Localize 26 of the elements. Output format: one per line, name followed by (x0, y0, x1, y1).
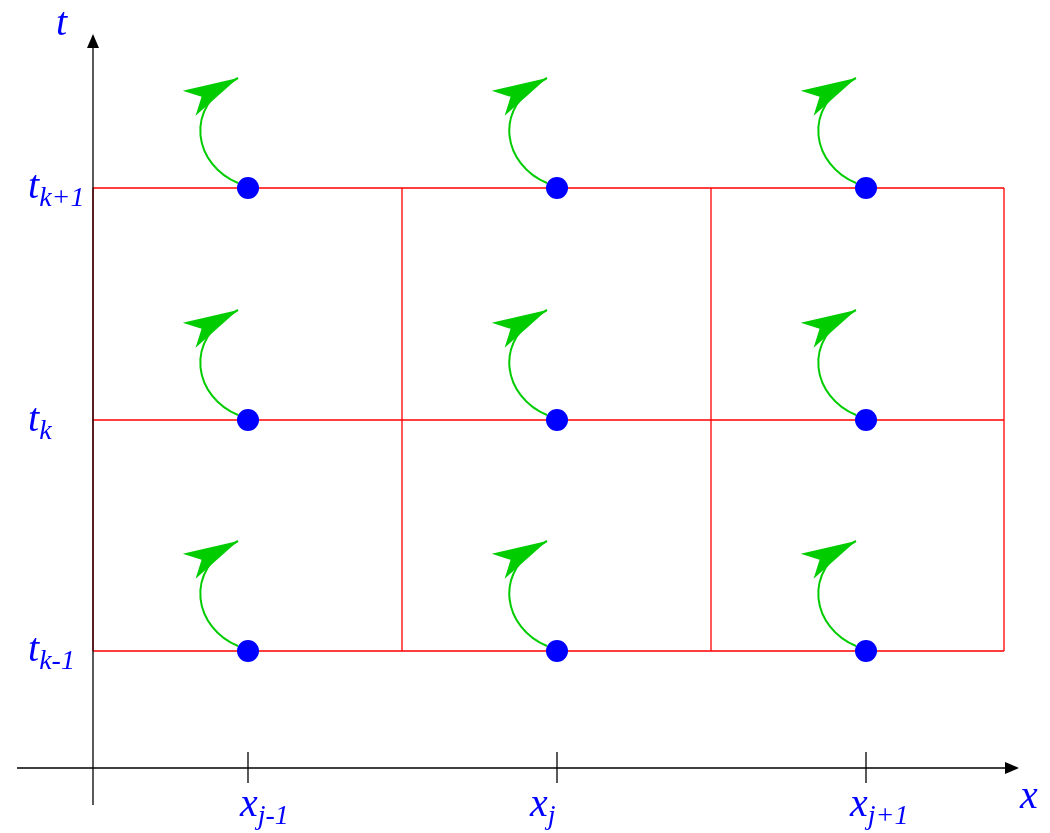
curved-arrow (801, 540, 857, 647)
tick-label: t$_{k+1}$ (28, 165, 85, 212)
grid-point (546, 640, 568, 662)
grid-point (546, 409, 568, 431)
curved-arrow (492, 540, 548, 647)
grid-point (546, 177, 568, 199)
grid-point (237, 409, 259, 431)
curved-arrow (801, 309, 857, 416)
grid-point (855, 409, 877, 431)
grid-point (237, 640, 259, 662)
axis-label: t (56, 2, 68, 42)
axis-label: x (1020, 775, 1038, 815)
tick-label: x$_{j}$ (530, 783, 556, 830)
grid-point (237, 177, 259, 199)
tick-label: t$_{k-1}$ (28, 628, 75, 675)
curved-arrow (183, 540, 239, 647)
tick-label: t$_{k}$ (28, 398, 52, 445)
curved-arrow (801, 77, 857, 184)
curved-arrow (183, 77, 239, 184)
curved-arrow (492, 77, 548, 184)
grid-point (855, 640, 877, 662)
grid-point (855, 177, 877, 199)
tick-label: x$_{j-1}$ (240, 783, 289, 830)
curved-arrow (183, 309, 239, 416)
curved-arrow (492, 309, 548, 416)
tick-label: x$_{j+1}$ (850, 783, 909, 830)
